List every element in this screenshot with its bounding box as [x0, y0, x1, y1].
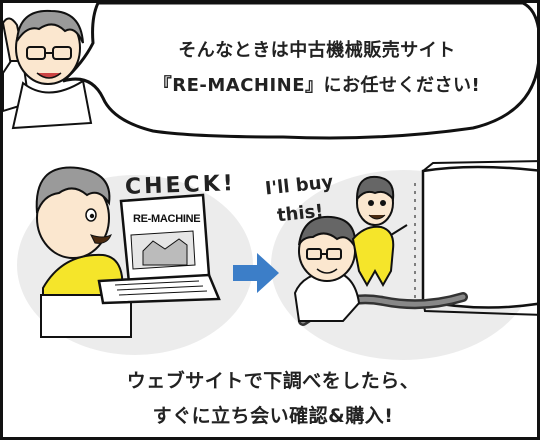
- laptop-screen-logo: RE-MACHINE: [133, 213, 201, 225]
- illustration: [3, 3, 537, 360]
- bubble-text-line2: 『RE-MACHINE』にお任せください!: [153, 75, 481, 96]
- speech-bubble: [61, 3, 537, 140]
- worker-character: [351, 175, 408, 288]
- arrow-right-icon: [233, 253, 279, 293]
- laptop: [97, 193, 221, 305]
- bubble-text-line1: そんなときは中古機械販売サイト: [178, 40, 456, 61]
- caption-line1: ウェブサイトで下調べをしたら、: [126, 370, 420, 392]
- waving-character: [3, 9, 93, 130]
- caption-line2: すぐに立ち会い確認&購入!: [152, 405, 394, 427]
- inspecting-character: [293, 215, 361, 322]
- check-exclamation: CHECK!: [124, 171, 237, 200]
- machine: [414, 160, 537, 316]
